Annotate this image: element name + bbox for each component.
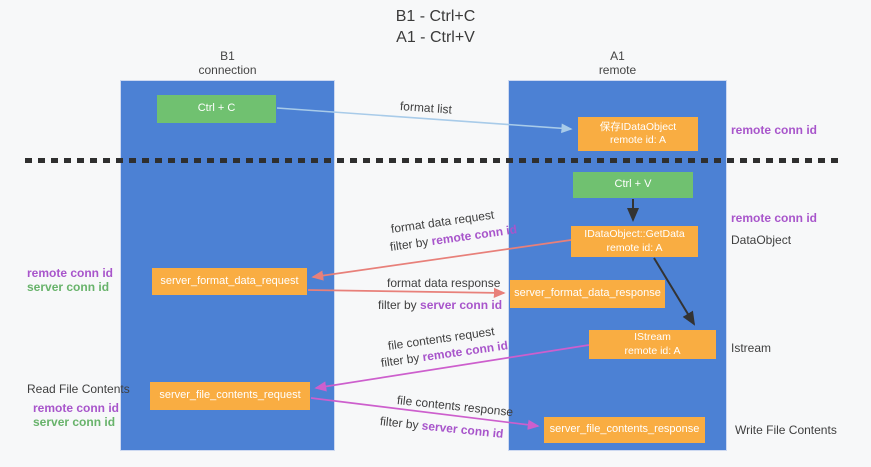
left-server-conn-id-1: server conn id: [27, 280, 110, 294]
file-contents-response-label: file contents response: [396, 393, 514, 420]
server-format-data-request-label: server_format_data_request: [160, 274, 299, 287]
server-file-contents-response-label: server_file_contents_response: [549, 423, 700, 436]
save-idataobject-line2: remote id: A: [609, 134, 667, 146]
istream-line1: IStream: [634, 331, 671, 344]
left-remote-conn-id-2: remote conn id: [33, 401, 120, 415]
right-remote-conn-id-2: remote conn id: [731, 211, 818, 225]
filter-by-text: filter by: [380, 350, 424, 370]
getdata-box: IDataObject::GetData remote id: A: [571, 226, 698, 257]
filter-by-text: filter by: [379, 414, 423, 433]
filter-by-text: filter by: [389, 234, 433, 254]
server-file-contents-response-box: server_file_contents_response: [544, 417, 705, 443]
lane-a1-name: A1: [610, 49, 625, 63]
filter-by-text: filter by: [378, 298, 421, 312]
istream-line2: remote id: A: [624, 344, 681, 357]
write-file-contents-label: Write File Contents: [735, 423, 837, 437]
title-line-1: B1 - Ctrl+C: [395, 8, 476, 25]
format-data-response-filter-label: filter by server conn id: [378, 298, 502, 312]
getdata-line2: remote id: A: [606, 241, 663, 254]
server-format-data-response-box: server_format_data_response: [510, 280, 665, 308]
format-data-response-label: format data response: [387, 276, 501, 290]
read-file-contents-label: Read File Contents: [27, 382, 130, 396]
lane-header-b1: B1 connection: [120, 49, 335, 78]
server-format-data-response-label: server_format_data_response: [514, 287, 661, 300]
format-list-label: format list: [399, 99, 453, 117]
ctrl-c-label: Ctrl + C: [197, 102, 236, 115]
save-idataobject-box: 保存IDataObject remote id: A: [578, 117, 698, 151]
dataobject-label: DataObject: [731, 233, 792, 247]
page-title: B1 - Ctrl+C A1 - Ctrl+V: [0, 7, 871, 49]
file-contents-response-filter-label: filter by server conn id: [379, 414, 504, 441]
right-remote-conn-id-1: remote conn id: [731, 123, 818, 137]
title-line-2: A1 - Ctrl+V: [396, 28, 475, 46]
left-server-conn-id-2: server conn id: [33, 415, 116, 429]
ctrl-v-box: Ctrl + V: [573, 172, 693, 198]
ctrl-v-label: Ctrl + V: [614, 178, 652, 191]
lane-b1-subtitle: connection: [198, 62, 257, 77]
format-data-response-arrow: [307, 287, 506, 298]
ctrl-c-box: Ctrl + C: [157, 95, 276, 123]
getdata-line1: IDataObject::GetData: [584, 228, 685, 241]
lane-a1-subtitle: remote: [598, 62, 637, 77]
save-idataobject-line1: 保存IDataObject: [599, 120, 677, 133]
server-file-contents-request-box: server_file_contents_request: [150, 382, 310, 410]
server-file-contents-request-label: server_file_contents_request: [159, 389, 301, 402]
lane-b1-name: B1: [220, 49, 235, 63]
server-format-data-request-box: server_format_data_request: [152, 268, 307, 295]
server-conn-id-text: server conn id: [420, 298, 503, 312]
istream-box: IStream remote id: A: [589, 330, 716, 359]
left-remote-conn-id-1: remote conn id: [27, 266, 114, 280]
lane-header-a1: A1 remote: [508, 49, 727, 78]
server-conn-id-text: server conn id: [421, 418, 505, 441]
dashed-divider: [25, 158, 838, 163]
istream-side-label: Istream: [731, 341, 772, 355]
